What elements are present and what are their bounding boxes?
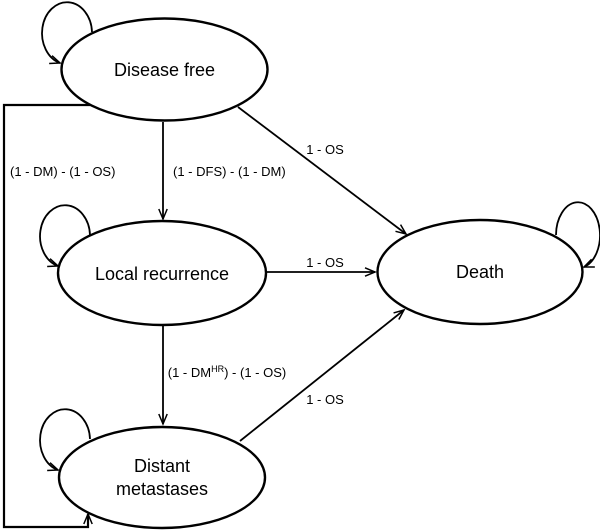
label-disease-free-to-distant-metastases: (1 - DM) - (1 - OS): [10, 164, 115, 179]
self-loop-local-recurrence: [39, 204, 91, 268]
state-ellipse-disease-free: [60, 17, 269, 122]
label-local-recurrence-to-death: 1 - OS: [306, 255, 344, 270]
state-ellipse-death: [376, 218, 584, 326]
label-disease-free-to-local-recurrence: (1 - DFS) - (1 - DM): [173, 164, 286, 179]
self-loop-death: [555, 201, 600, 268]
state-label-disease-free: Disease free: [114, 60, 215, 80]
state-death: Death: [376, 218, 584, 326]
self-loop-disease-free: [41, 1, 93, 65]
self-loop-distant-metastases: [39, 408, 91, 472]
label-distant-metastases-to-death: 1 - OS: [306, 392, 344, 407]
arrow-disease-free-to-death: [237, 106, 408, 236]
label-lr-dm-post: ) - (1 - OS): [224, 365, 286, 380]
states-layer: Disease free Local recurrence Death Dist…: [56, 17, 584, 530]
state-label-local-recurrence: Local recurrence: [95, 264, 229, 284]
label-disease-free-to-death: 1 - OS: [306, 142, 344, 157]
state-local-recurrence: Local recurrence: [56, 219, 268, 327]
transition-labels-layer: (1 - DM) - (1 - OS) (1 - DFS) - (1 - DM)…: [10, 142, 344, 407]
state-label-death: Death: [456, 262, 504, 282]
state-distant-metastases: Distant metastases: [57, 425, 267, 530]
arrow-disease-free-to-distant-metastases: [2, 103, 93, 529]
state-label-distant-line2: metastases: [116, 479, 208, 499]
state-ellipse-local-recurrence: [56, 219, 268, 327]
state-label-distant-line1: Distant: [134, 456, 190, 476]
arrow-distant-metastases-to-death: [239, 308, 406, 442]
label-local-recurrence-to-distant-metastases: (1 - DMHR) - (1 - OS): [168, 364, 286, 380]
state-ellipse-distant-metastases: [57, 425, 267, 530]
state-disease-free: Disease free: [60, 17, 269, 122]
label-lr-dm-pre: (1 - DM: [168, 365, 211, 380]
label-lr-dm-superscript: HR: [211, 364, 224, 374]
